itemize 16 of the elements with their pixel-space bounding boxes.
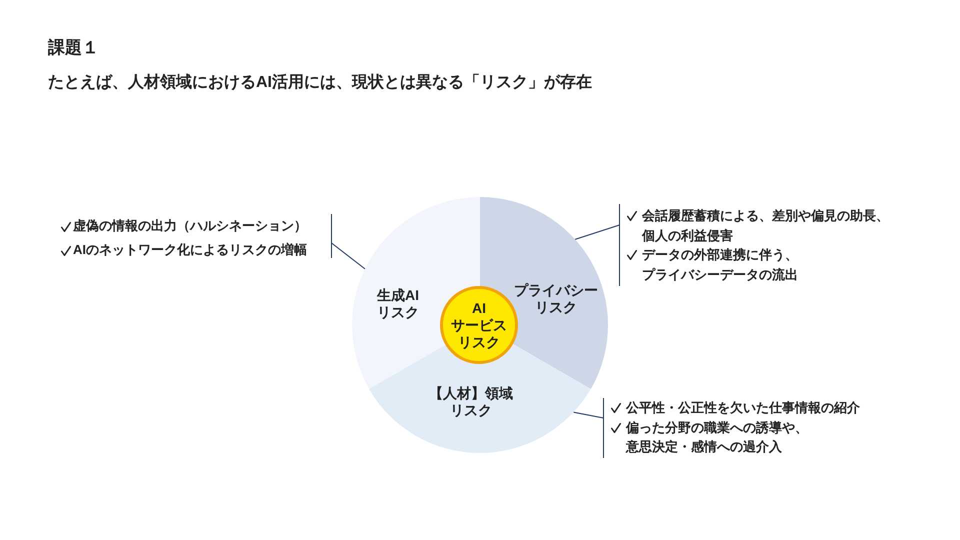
- bracketed-list: [58, 214, 332, 258]
- leader-line: [331, 242, 366, 270]
- leader-line: [573, 412, 604, 418]
- risk-item: 虚偽の情報の出力（ハルシネーション）: [73, 217, 308, 235]
- risk-item: データの外部連携に伴う、プライバシーデータの流出: [642, 246, 799, 284]
- segment-label: 【人材】領域リスク: [428, 385, 513, 419]
- segment-label: 生成AIリスク: [377, 287, 419, 321]
- risk-item: 公平性・公正性を欠いた仕事情報の紹介: [626, 399, 861, 417]
- risk-item: 会話履歴蓄積による、差別や偏見の助長、個人の利益侵害: [642, 207, 890, 244]
- subtitle: たとえば、人材領域におけるAI活用には、現状とは異なる「リスク」が存在: [48, 72, 592, 93]
- risk-item: 偏った分野の職業への誘導や、意思決定・感情への過介入: [626, 418, 809, 456]
- risk-item: AIのネットワーク化によるリスクの増幅: [73, 241, 308, 259]
- circle-label: AIサービスリスク: [451, 300, 507, 350]
- leader-line: [574, 224, 620, 240]
- segment-label: プライバシーリスク: [514, 282, 598, 316]
- heading: 課題１: [48, 37, 99, 59]
